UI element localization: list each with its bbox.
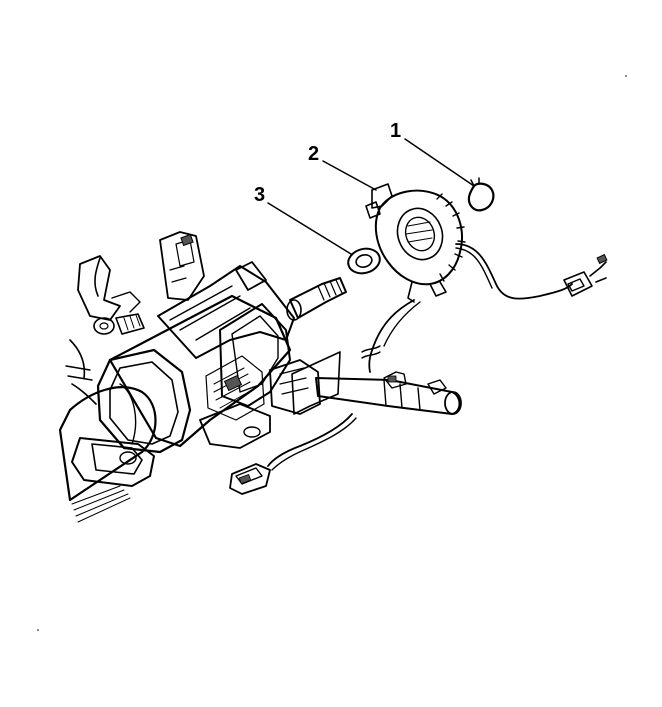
multifunction-lever [269, 351, 462, 415]
washer [347, 247, 381, 275]
callout-3-label: 3 [254, 184, 265, 206]
stray-mark [625, 75, 627, 77]
callout-3: 3 [254, 184, 352, 255]
callout-2-label: 2 [308, 143, 319, 165]
steering-shaft [286, 277, 347, 321]
column-tube [58, 255, 192, 523]
callout-3-leader [267, 202, 352, 255]
stray-mark [37, 629, 39, 631]
column-housing [108, 231, 295, 449]
callout-2: 2 [308, 143, 377, 191]
inflatable-restraint-coil [365, 183, 608, 303]
callout-1: 1 [390, 120, 475, 187]
retaining-ring [467, 177, 495, 212]
callout-1-leader [404, 138, 475, 187]
callout-1-label: 1 [390, 120, 401, 142]
wiring-harness [229, 299, 421, 495]
callout-2-leader [322, 160, 377, 191]
